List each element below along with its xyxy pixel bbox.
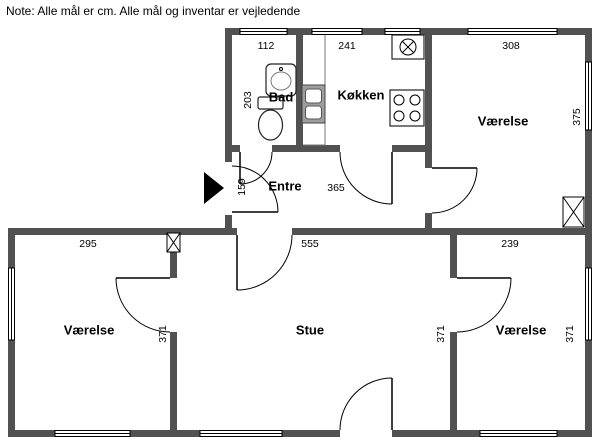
window	[311, 28, 363, 35]
window	[54, 430, 131, 437]
window	[8, 267, 15, 341]
vaerelse-left-door	[115, 277, 171, 333]
window	[467, 28, 558, 35]
dim-vaerelse-right-depth: 371	[564, 325, 576, 343]
room-label-vaerelse-left: Værelse	[63, 322, 115, 338]
wall-bottom	[8, 430, 592, 437]
dim-bad-width: 112	[257, 40, 275, 52]
bad-door-opening	[240, 144, 272, 153]
window	[384, 28, 421, 35]
wall-bad-kokken	[296, 35, 303, 152]
kitchen-sink-icon	[301, 84, 326, 124]
room-label-kokken: Køkken	[337, 87, 385, 103]
dim-entre-length: 365	[327, 182, 345, 194]
toilet-icon	[257, 96, 284, 141]
note-text: Note: Alle mål er cm. Alle mål og invent…	[6, 4, 301, 18]
door-openings	[169, 144, 458, 438]
bath-sink-icon	[265, 63, 297, 97]
vaerelse-top-door	[431, 167, 478, 214]
shaft-hatch	[166, 232, 181, 253]
dim-stue-depth: 371	[435, 325, 447, 343]
dim-bad-depth: 203	[242, 91, 254, 109]
stue-door	[236, 234, 293, 291]
bad-door	[239, 151, 273, 185]
dim-vaerelse-left-width: 295	[79, 238, 97, 250]
window	[585, 267, 592, 341]
appliance-icon	[391, 34, 425, 60]
entrance-arrow-icon	[204, 172, 224, 204]
dim-vaerelse-left-depth: 371	[157, 325, 169, 343]
room-label-vaerelse-right: Værelse	[495, 322, 547, 338]
room-label-stue: Stue	[295, 322, 325, 338]
kokken-door-opening	[340, 144, 392, 153]
window	[585, 61, 592, 131]
bathroom-fixtures	[257, 63, 297, 141]
dim-vaerelse-top-depth: 375	[571, 108, 583, 126]
vaerelse-left-door-opening	[169, 278, 178, 332]
room-label-bad: Bad	[268, 89, 294, 105]
terrace-door	[339, 377, 393, 431]
dim-vaerelse-top-width: 308	[502, 40, 520, 52]
vaerelse-right-door	[456, 277, 512, 333]
stove-icon	[389, 89, 425, 127]
dim-vaerelse-right-width: 239	[501, 238, 519, 250]
room-label-vaerelse-top: Værelse	[477, 113, 529, 129]
walls	[8, 28, 592, 437]
dim-stue-width: 555	[301, 238, 319, 250]
terrace-door-opening	[340, 429, 392, 438]
wall-mid-horizontal	[8, 228, 592, 235]
dim-entre-width: 159	[236, 178, 248, 196]
doors	[115, 151, 512, 431]
stue-door-opening	[237, 227, 292, 236]
room-label-entre: Entre	[268, 178, 302, 194]
wall-left-upper	[225, 28, 232, 235]
wall-kokken-vaerelse	[425, 35, 432, 235]
wall-stue-vaerelse-right	[450, 228, 457, 437]
entrance-opening	[224, 162, 233, 215]
window	[479, 430, 558, 437]
shaft-hatch	[562, 196, 585, 228]
vaerelse-right-door-opening	[449, 278, 458, 332]
kitchen-fixtures	[301, 34, 425, 146]
window	[199, 430, 283, 437]
vaerelse-top-door-opening	[424, 168, 433, 213]
wall-vaerelse-left-stue	[170, 228, 177, 437]
windows	[8, 28, 592, 437]
window	[239, 28, 288, 35]
kokken-door	[339, 151, 393, 205]
kitchen-counter	[303, 35, 326, 146]
dim-kokken-width: 241	[338, 40, 356, 52]
